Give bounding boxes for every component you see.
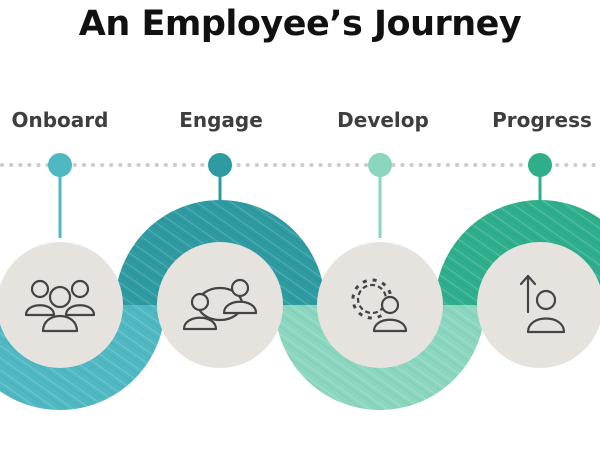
node-progress [528,153,552,177]
person-arrow-up-icon [519,274,566,334]
gear-person-icon [351,278,408,333]
node-develop [368,153,392,177]
stage-circle-engage [157,242,283,368]
stage-label-develop: Develop [337,108,429,132]
stage-label-onboard: Onboard [11,108,109,132]
node-engage [208,153,232,177]
node-onboard [48,153,72,177]
team-group-icon [24,279,96,333]
stage-circle-develop [317,242,443,368]
stage-label-engage: Engage [179,108,263,132]
journey-ribbon [0,200,600,410]
page-title: An Employee’s Journey [78,4,522,44]
stage-label-progress: Progress [492,108,592,132]
conversation-icon [182,278,258,331]
stage-connectors [58,165,542,238]
